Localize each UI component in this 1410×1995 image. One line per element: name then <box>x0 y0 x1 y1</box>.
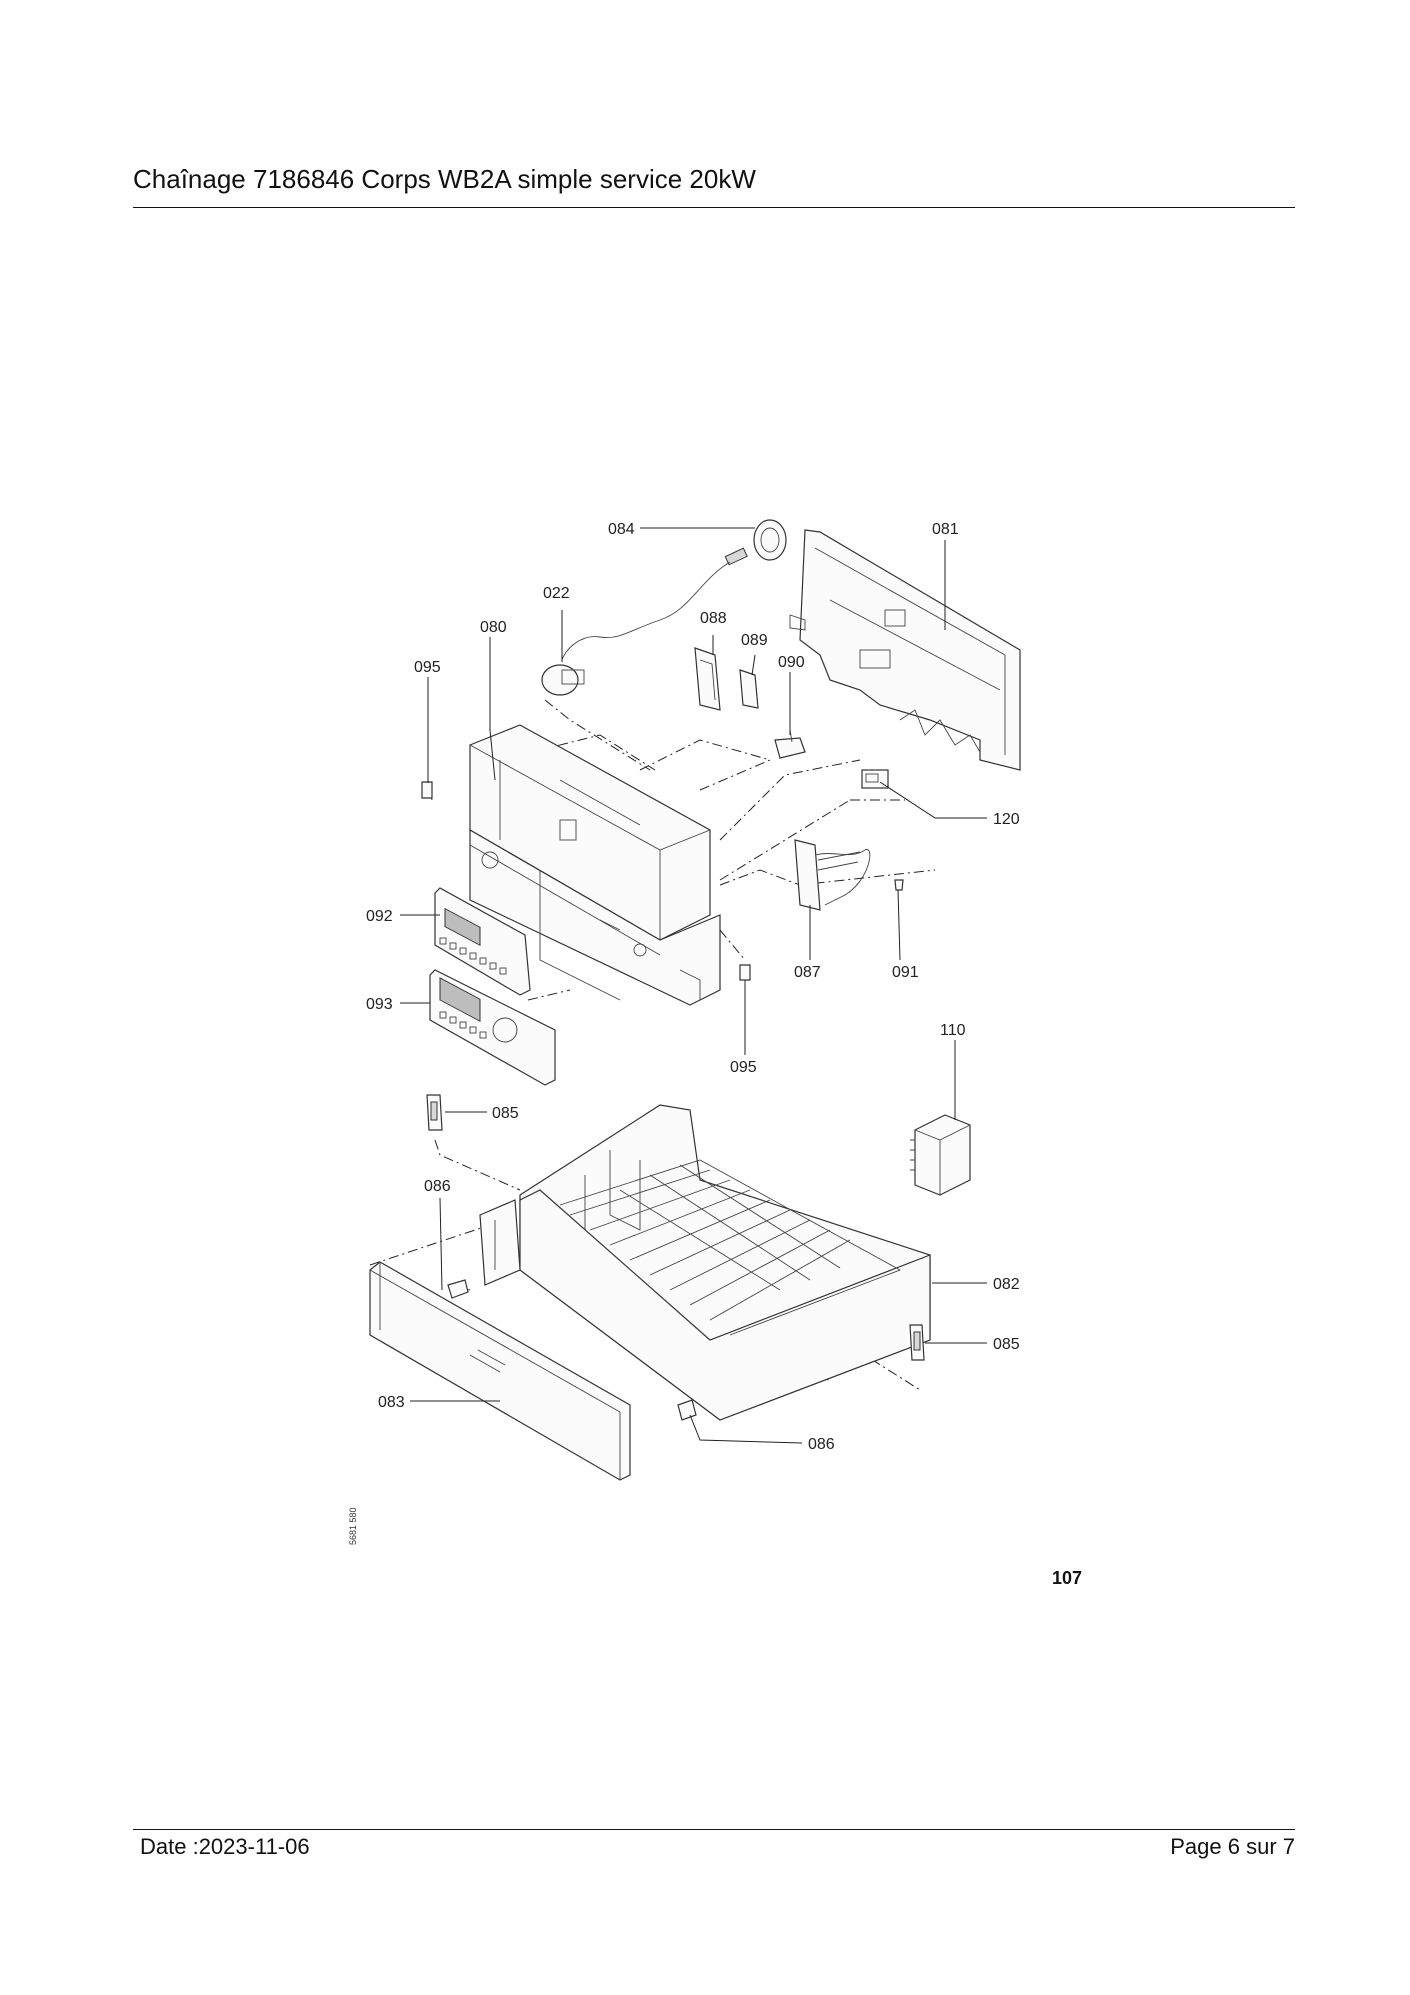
part-092-control-panel <box>434 887 531 996</box>
label-086-bottom: 086 <box>808 1436 835 1453</box>
part-086-latch-bottom <box>677 1399 697 1421</box>
label-085-top: 085 <box>492 1105 519 1122</box>
label-095-mid: 095 <box>730 1059 757 1076</box>
part-086-latch-left <box>447 1279 469 1299</box>
footer-rule <box>133 1829 1295 1830</box>
label-086-left: 086 <box>424 1178 451 1195</box>
part-085-hinge-top <box>426 1094 443 1131</box>
part-083-front-cover <box>369 1261 631 1481</box>
part-087-board <box>794 839 871 911</box>
label-087: 087 <box>794 964 821 981</box>
label-085-right: 085 <box>993 1336 1020 1353</box>
part-082-base-tray <box>479 1104 931 1421</box>
part-080-control-housing <box>469 724 721 1006</box>
leader-lines <box>400 527 987 1444</box>
label-022: 022 <box>543 585 570 602</box>
label-081: 081 <box>932 521 959 538</box>
label-080: 080 <box>480 619 507 636</box>
part-120-connector <box>861 769 889 789</box>
footer-date: Date :2023-11-06 <box>140 1834 310 1859</box>
part-labels: 084 081 022 080 088 089 090 095 120 092 … <box>366 521 1020 1453</box>
label-084: 084 <box>608 521 635 538</box>
label-110: 110 <box>940 1022 966 1039</box>
part-089-card <box>739 669 759 709</box>
part-081-back-cover <box>789 529 1021 771</box>
part-110-block <box>910 1114 971 1196</box>
label-120: 120 <box>993 811 1020 828</box>
label-091: 091 <box>892 964 919 981</box>
part-095-clip-top <box>421 781 433 799</box>
label-095-top: 095 <box>414 659 441 676</box>
label-092: 092 <box>366 908 393 925</box>
label-089: 089 <box>741 632 768 649</box>
drawing-code: 5681 580 <box>348 1507 358 1545</box>
part-088-card <box>694 647 721 711</box>
document-title: Chaînage 7186846 Corps WB2A simple servi… <box>133 164 756 194</box>
part-093-control-panel <box>429 969 556 1086</box>
label-082: 082 <box>993 1276 1020 1293</box>
label-083: 083 <box>378 1394 405 1411</box>
header-rule <box>133 207 1295 208</box>
part-085-hinge-right <box>909 1324 925 1361</box>
part-022-sensor <box>541 664 585 696</box>
part-095-clip-mid <box>739 964 751 981</box>
page-reference: 107 <box>1052 1568 1082 1588</box>
label-088: 088 <box>700 610 727 627</box>
part-091-screw <box>894 879 904 891</box>
part-084-sensor <box>561 519 787 661</box>
label-093: 093 <box>366 996 393 1013</box>
label-090: 090 <box>778 654 805 671</box>
footer-page-number: Page 6 sur 7 <box>1170 1834 1295 1859</box>
